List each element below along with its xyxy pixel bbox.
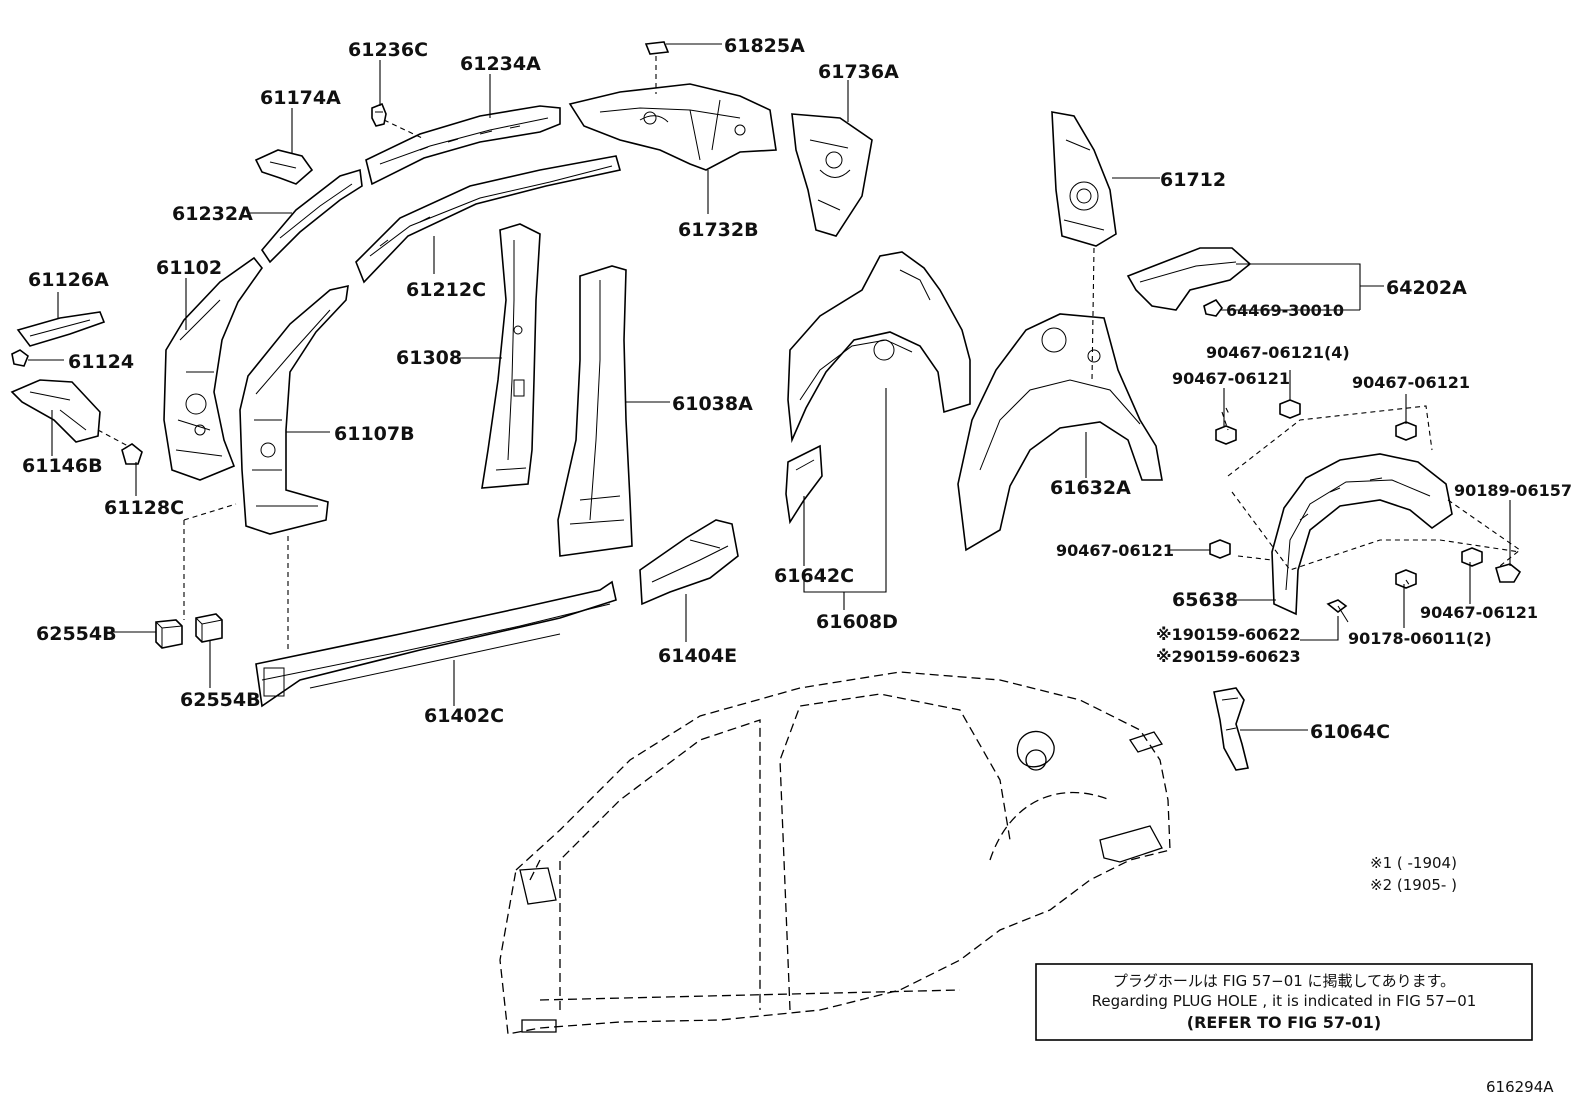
part-61608D-wheelhouse-inner — [787, 251, 971, 444]
label-61126A: 61126A — [28, 269, 109, 291]
part-61712-pillar-reinforcement — [1051, 111, 1117, 247]
part-fastener-nut-1 — [1215, 425, 1237, 445]
part-fastener-nut-2 — [1279, 399, 1301, 419]
part-fastener-nut-4 — [1209, 539, 1231, 559]
part-fastener-screw — [1326, 599, 1349, 623]
label-64202A: 64202A — [1386, 277, 1467, 299]
part-61236C-clip — [371, 102, 387, 127]
label-61308: 61308 — [396, 347, 462, 369]
label-61825A: 61825A — [724, 35, 805, 57]
part-64469-clip — [1203, 298, 1223, 317]
part-labels: 61236C 61234A 61825A 61736A 61174A 61712… — [22, 35, 1572, 743]
part-65638-wheel-liner — [1271, 453, 1453, 616]
part-61146B-bracket — [10, 379, 101, 443]
label-90467-06121-d: 90467-06121 — [1420, 603, 1538, 622]
part-61126A-bracket — [16, 311, 106, 347]
label-90467-06121-c: 90467-06121 — [1056, 541, 1174, 560]
label-61064C: 61064C — [1310, 721, 1390, 743]
label-61402C: 61402C — [424, 705, 504, 727]
part-61174A-bracket — [254, 149, 314, 185]
part-61064C-bracket — [1213, 687, 1249, 771]
label-61712: 61712 — [1160, 169, 1226, 191]
leader-lines — [28, 43, 1511, 731]
part-61825A-pad — [644, 41, 670, 55]
part-61102-front-pillar — [163, 256, 264, 481]
label-61404E: 61404E — [658, 645, 737, 667]
part-61736A-gusset — [791, 113, 873, 237]
vehicle-body-outline — [499, 671, 1171, 1035]
label-61174A: 61174A — [260, 87, 341, 109]
part-61212C-inner-rail — [355, 155, 622, 284]
notice-line-english: Regarding PLUG HOLE , it is indicated in… — [1092, 992, 1477, 1010]
figure-code: 616294A — [1486, 1078, 1554, 1096]
part-61128C-clip — [121, 443, 143, 465]
part-61732B-quarter-upper — [568, 83, 777, 171]
notice-line-refer: (REFER TO FIG 57-01) — [1187, 1013, 1381, 1032]
part-61404E-rocker-extension — [639, 519, 739, 606]
footnotes: ※1 ( -1904) ※2 (1905- ) — [1370, 854, 1457, 894]
label-61736A: 61736A — [818, 61, 899, 83]
label-61038A: 61038A — [672, 393, 753, 415]
label-61107B: 61107B — [334, 423, 415, 445]
label-65638: 65638 — [1172, 589, 1238, 611]
part-fastener-nut-6 — [1461, 547, 1483, 567]
assembly-lines — [97, 56, 1521, 650]
label-90159-60622: ※190159-60622 — [1156, 625, 1301, 644]
part-62554B-pad-1 — [155, 619, 183, 649]
label-61146B: 61146B — [22, 455, 103, 477]
label-62554B-1: 62554B — [36, 623, 117, 645]
label-61232A: 61232A — [172, 203, 253, 225]
notice-line-japanese: プラグホールは FIG 57−01 に掲載してあります。 — [1113, 972, 1455, 990]
footnote-2: ※2 (1905- ) — [1370, 876, 1457, 894]
label-90467-06121-b: 90467-06121 — [1352, 373, 1470, 392]
label-61102: 61102 — [156, 257, 222, 279]
label-90467-06121-a: 90467-06121 — [1172, 369, 1290, 388]
notice-box: プラグホールは FIG 57−01 に掲載してあります。 Regarding P… — [1035, 963, 1533, 1041]
part-fastener-nut-3 — [1395, 421, 1417, 441]
label-61642C: 61642C — [774, 565, 854, 587]
label-62554B-2: 62554B — [180, 689, 261, 711]
label-61234A: 61234A — [460, 53, 541, 75]
part-62554B-pad-2 — [195, 613, 223, 643]
part-61308-b-pillar-inner — [481, 223, 541, 489]
part-61232A-roof-side-rail — [260, 168, 363, 264]
footnote-1: ※1 ( -1904) — [1370, 854, 1457, 872]
label-90467-06121-4: 90467-06121(4) — [1206, 343, 1350, 362]
label-61632A: 61632A — [1050, 477, 1131, 499]
part-61402C-rocker-panel — [255, 580, 617, 708]
label-64469-30010: 64469-30010 — [1226, 301, 1344, 320]
label-61236C: 61236C — [348, 39, 428, 61]
part-61632A-wheelhouse-outer — [957, 313, 1163, 552]
part-fastener-clip-90189 — [1495, 563, 1522, 583]
label-61732B: 61732B — [678, 219, 759, 241]
part-61038A-b-pillar-outer — [557, 265, 633, 557]
part-61124-clip — [11, 349, 29, 367]
part-64202A-bracket — [1126, 247, 1252, 311]
part-61234A-roof-rail — [365, 105, 561, 186]
label-90189-06157: 90189-06157 — [1454, 481, 1572, 500]
part-61107B-pillar-lower — [239, 284, 349, 535]
label-90159-60623: ※290159-60623 — [1156, 647, 1301, 666]
label-61124: 61124 — [68, 351, 134, 373]
part-fastener-nut-5 — [1395, 569, 1417, 589]
label-61608D: 61608D — [816, 611, 898, 633]
label-61212C: 61212C — [406, 279, 486, 301]
label-61128C: 61128C — [104, 497, 184, 519]
label-90178-06011: 90178-06011(2) — [1348, 629, 1492, 648]
